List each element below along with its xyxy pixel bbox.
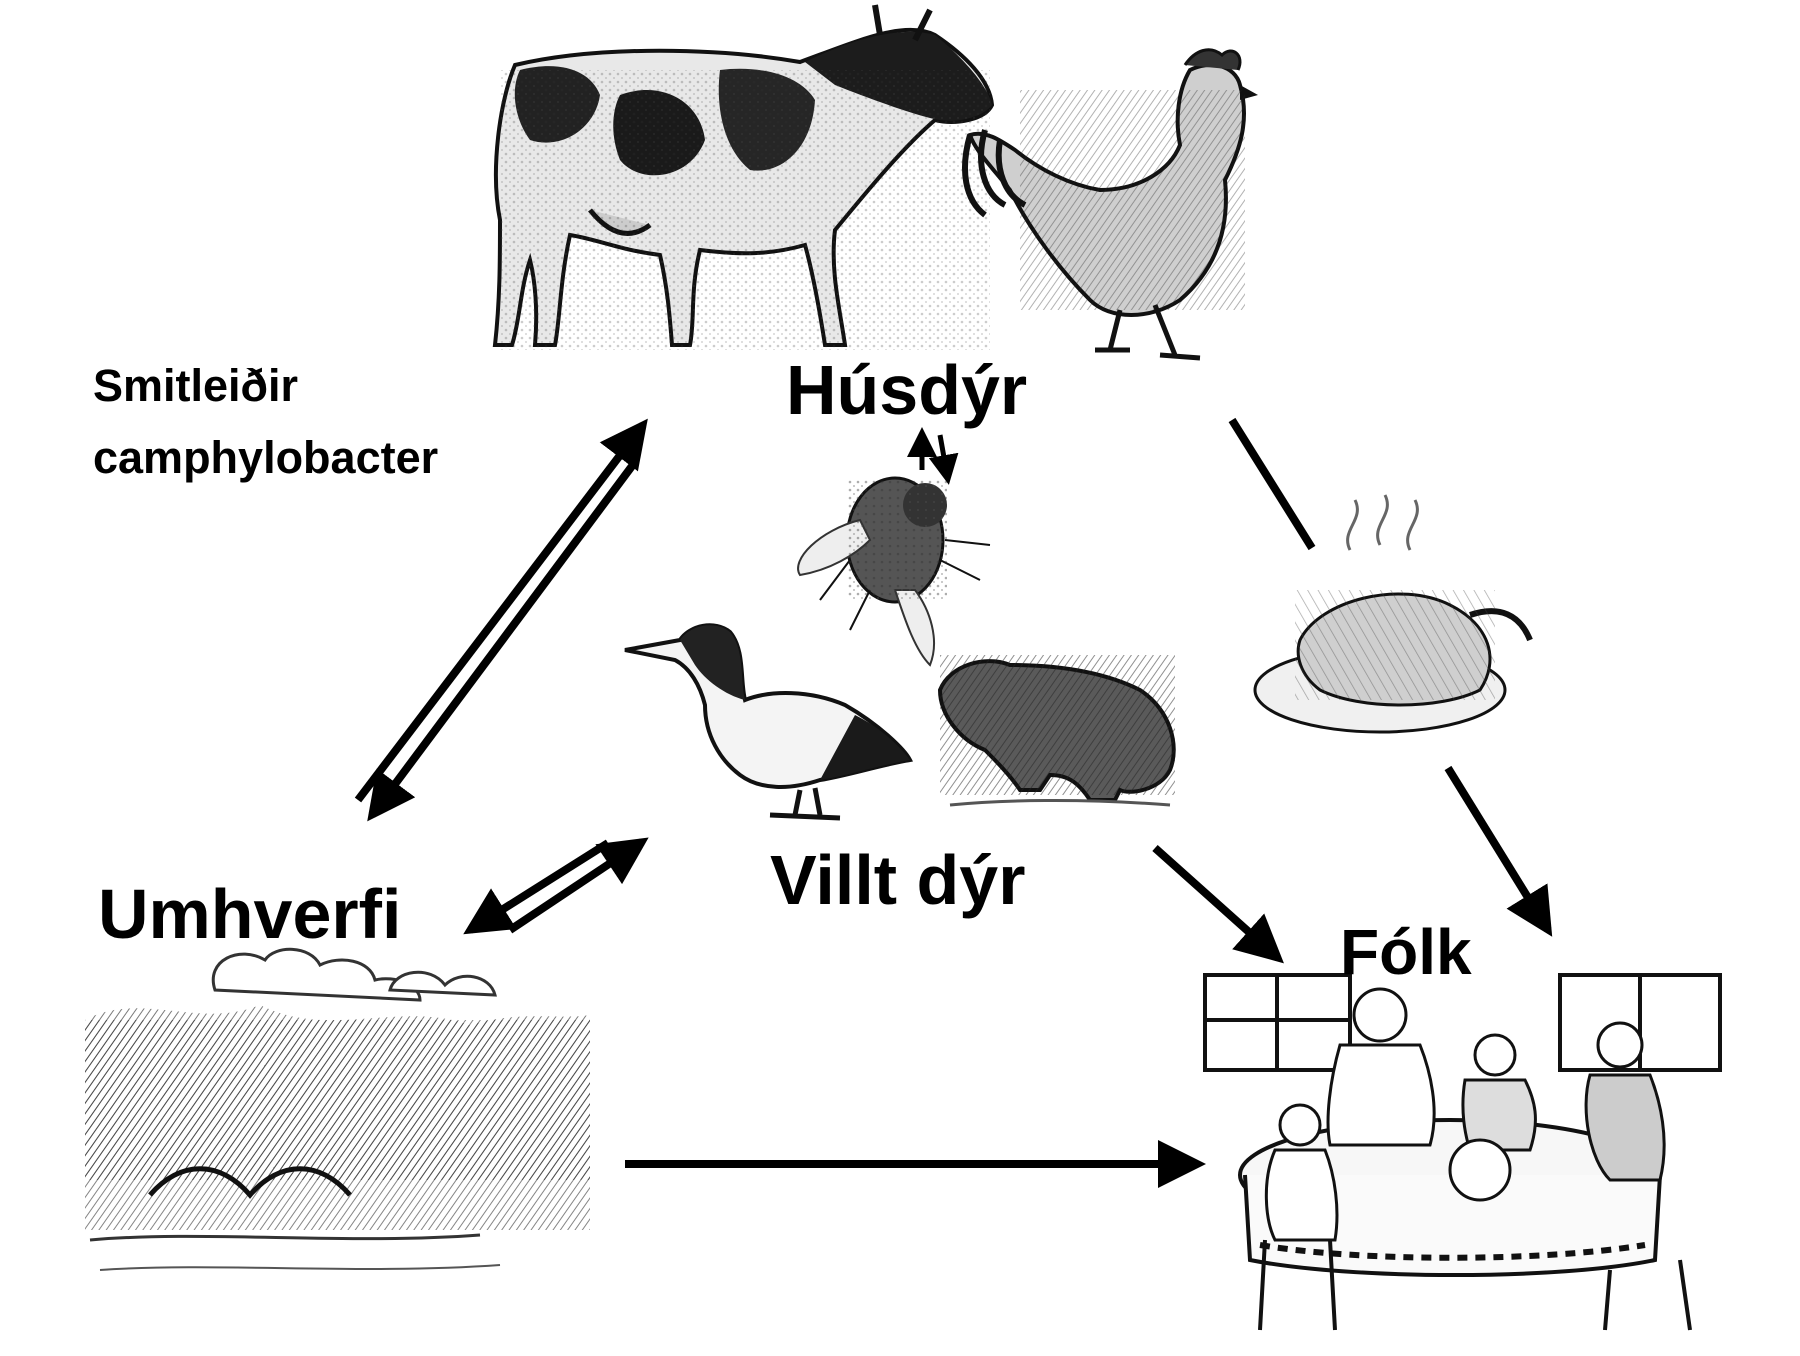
node-label-domestic-animals: Húsdýr bbox=[786, 351, 1028, 429]
rodent-illustration bbox=[937, 655, 1176, 807]
line-domestic-to-food bbox=[1228, 417, 1316, 551]
duck-illustration bbox=[624, 623, 914, 821]
roast-chicken-illustration bbox=[1253, 494, 1533, 734]
arrow-wild-to-environment bbox=[463, 839, 611, 935]
arrow-environment-to-domestic bbox=[354, 418, 648, 803]
arrow-domestic-to-wild bbox=[928, 434, 959, 485]
arrow-environment-to-wild bbox=[507, 837, 649, 934]
landscape-illustration bbox=[85, 947, 590, 1271]
diagram-title-line2: camphylobacter bbox=[93, 432, 439, 483]
family-dinner-illustration bbox=[1203, 973, 1722, 1331]
arrow-food-to-people bbox=[1444, 765, 1553, 937]
node-label-wild-animals: Villt dýr bbox=[770, 841, 1026, 919]
rooster-illustration bbox=[962, 48, 1258, 361]
cow-illustration bbox=[492, 4, 995, 350]
node-label-people: Fólk bbox=[1340, 916, 1472, 988]
arrow-domestic-to-environment bbox=[367, 459, 639, 822]
transmission-arrows bbox=[354, 417, 1553, 1188]
diagram-title-line1: Smitleiðir bbox=[93, 360, 299, 411]
node-label-environment: Umhverfi bbox=[98, 875, 402, 953]
arrow-wild-to-people bbox=[1152, 845, 1284, 964]
fly-illustration bbox=[797, 476, 991, 667]
